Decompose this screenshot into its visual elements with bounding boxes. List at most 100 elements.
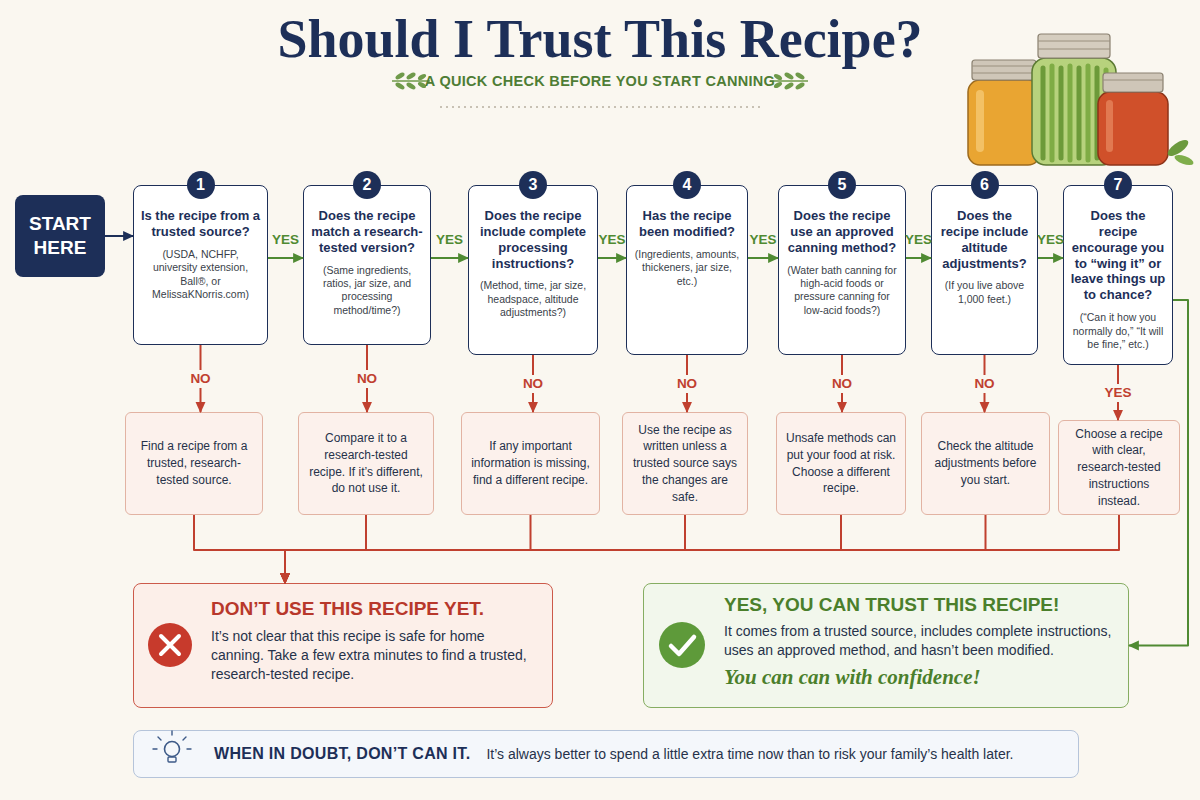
question-box: 5Does the recipe use an approved canning…: [778, 185, 906, 355]
action-text: Check the altitude adjustments before yo…: [930, 438, 1041, 488]
lid-ring: [1038, 49, 1110, 50]
action-box: Use the recipe as written unless a trust…: [622, 412, 748, 515]
sprig-stem: [770, 80, 808, 82]
action-text: Compare it to a research-tested recipe. …: [307, 430, 425, 497]
step-number: 5: [828, 171, 856, 199]
edge-label: YES: [434, 231, 465, 249]
lid-ring: [1103, 80, 1163, 81]
result-tagline: You can can with confidence!: [724, 665, 1112, 690]
lightbulb-icon: [153, 731, 191, 762]
question-hint: (“Can it how you normally do,” “It will …: [1070, 311, 1166, 351]
action-text: Unsafe methods can put your food at risk…: [785, 430, 897, 497]
question-box: 7Does the recipe encourage you to “wing …: [1063, 185, 1173, 365]
jar-highlight: [976, 90, 984, 152]
sprig-leaf: [405, 81, 416, 90]
green-bean: [1041, 68, 1046, 158]
green-bean: [1086, 66, 1091, 160]
connector-arrow: [285, 515, 366, 583]
connector-arrow: [1129, 300, 1188, 646]
bulb-base: [168, 757, 176, 762]
sprig-leaf: [783, 81, 794, 90]
canning-jars: [968, 34, 1195, 167]
action-box: If any important information is missing,…: [461, 412, 600, 515]
tip-banner: WHEN IN DOUBT, DON’T CAN IT. It’s always …: [133, 730, 1079, 778]
sprig-leaf: [394, 71, 405, 80]
question-hint: (USDA, NCHFP, university extension, Ball…: [140, 248, 261, 302]
jar-body: [1098, 92, 1168, 165]
step-number: 2: [353, 171, 381, 199]
subtitle: A QUICK CHECK BEFORE YOU START CANNING: [0, 72, 1200, 90]
connector-arrow: [285, 515, 685, 583]
action-box: Find a recipe from a trusted, research-t…: [125, 412, 263, 515]
step-number: 3: [519, 171, 547, 199]
connector-arrow: [841, 355, 843, 412]
result-text: It comes from a trusted source, includes…: [724, 622, 1112, 661]
start-box: START HERE: [15, 195, 105, 277]
question-hint: (Water bath canning for high-acid foods …: [785, 264, 899, 318]
jar-body: [968, 80, 1040, 165]
sprig-leaf: [417, 81, 427, 89]
edge-label: YES: [903, 231, 934, 249]
question-box: 2Does the recipe match a research-tested…: [303, 185, 431, 345]
step-number: 7: [1104, 171, 1132, 199]
lid-ring: [1038, 41, 1110, 42]
step-number: 6: [971, 171, 999, 199]
jar-lid: [1103, 73, 1163, 92]
bulb-glass: [165, 742, 180, 757]
edge-label: YES: [747, 231, 778, 249]
tip-heading: WHEN IN DOUBT, DON’T CAN IT.: [214, 745, 470, 763]
result-text: It’s not clear that this recipe is safe …: [211, 627, 536, 685]
jar-highlight: [1106, 100, 1113, 152]
question-text: Is the recipe from a trusted source?: [140, 208, 261, 240]
leaf-sprig: [770, 71, 808, 90]
icon-circle: [148, 623, 192, 667]
question-text: Does the recipe match a research-tested …: [310, 208, 424, 256]
connector-arrow: [268, 257, 303, 259]
sprig-leaf: [794, 71, 805, 80]
icon-circle: [659, 622, 705, 668]
tip-text: It’s always better to spend a little ext…: [486, 746, 1066, 763]
question-hint: (If you live above 1,000 feet.): [938, 279, 1031, 306]
connector-arrow: [105, 235, 133, 237]
result-heading: YES, YOU CAN TRUST THIS RECIPE!: [724, 594, 1112, 617]
jar-lid: [972, 60, 1036, 80]
stop-icon: [148, 623, 192, 667]
step-number: 4: [673, 171, 701, 199]
action-box: Compare it to a research-tested recipe. …: [298, 412, 434, 515]
edge-label: YES: [1035, 231, 1066, 249]
green-bean: [1059, 68, 1064, 158]
connector-arrow: [285, 515, 841, 583]
connector-arrow: [431, 257, 468, 259]
leaf-sprig: [392, 71, 430, 90]
connector-arrow: [285, 515, 1119, 583]
sprig-leaf: [773, 81, 783, 89]
question-hint: (Ingredients, amounts, thickeners, jar s…: [633, 248, 741, 288]
connector-arrow: [366, 345, 368, 412]
edge-label: NO: [830, 375, 854, 393]
result-heading: DON’T USE THIS RECIPE YET.: [211, 598, 536, 621]
sprig-leaf: [783, 71, 794, 80]
lid-ring: [972, 73, 1036, 74]
connector-arrow: [984, 355, 986, 412]
edge-label: YES: [596, 231, 627, 249]
connector-arrow: [906, 257, 931, 259]
sprig-leaf: [773, 73, 783, 81]
question-box: 3Does the recipe include complete proces…: [468, 185, 598, 355]
check-mark: [671, 637, 694, 654]
edge-label: NO: [355, 370, 379, 388]
green-bean: [1068, 66, 1073, 160]
question-text: Does the recipe include altitude adjustm…: [938, 208, 1031, 271]
connector-arrow: [1038, 257, 1063, 259]
sprig-leaf: [405, 71, 416, 80]
action-box: Choose a recipe with clear, research-tes…: [1058, 420, 1180, 515]
connector-arrow: [194, 515, 285, 583]
edge-label: NO: [188, 370, 212, 388]
action-text: Use the recipe as written unless a trust…: [631, 422, 739, 506]
action-text: Choose a recipe with clear, research-tes…: [1067, 426, 1171, 510]
sprig-stem: [392, 80, 430, 82]
action-text: Find a recipe from a trusted, research-t…: [134, 438, 254, 488]
connector-arrow: [686, 355, 688, 412]
action-text: If any important information is missing,…: [470, 438, 591, 488]
bulb-rays: [153, 731, 191, 749]
connector-arrow: [532, 355, 534, 412]
